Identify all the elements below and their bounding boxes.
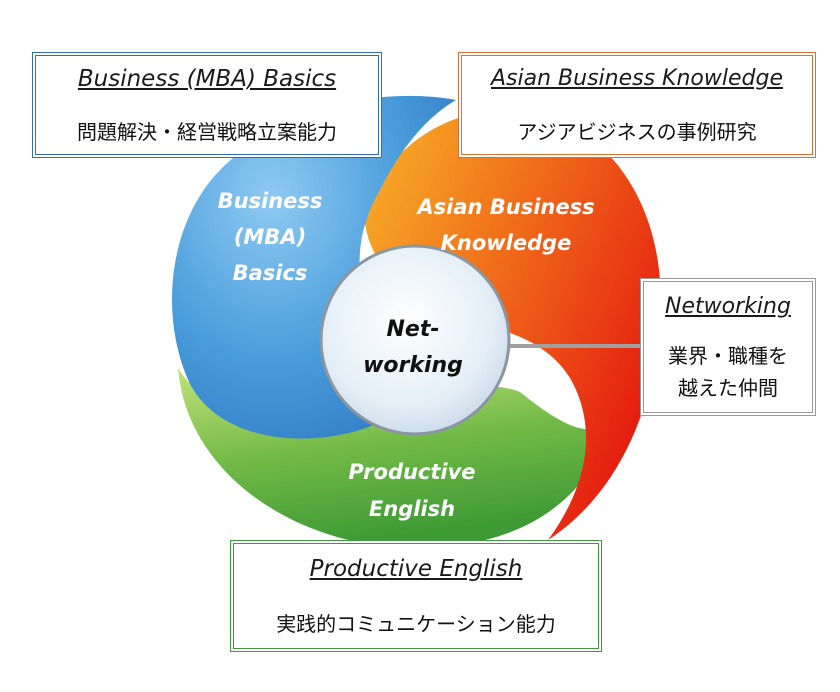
networking-card: Networking 業界・職種を 越えた仲間 bbox=[640, 278, 816, 416]
mba-card-subtitle: 問題解決・経営戦略立案能力 bbox=[77, 120, 337, 144]
asian-segment-line1: Asian Business bbox=[415, 195, 594, 219]
english-segment-line2: English bbox=[369, 497, 455, 521]
segment-asian-business bbox=[364, 109, 661, 540]
networking-card-line1: 業界・職種を bbox=[668, 344, 788, 368]
asian-segment-line2: Knowledge bbox=[441, 231, 572, 255]
center-networking-circle bbox=[319, 244, 511, 436]
networking-card-title: Networking bbox=[665, 294, 791, 319]
mba-segment-line2: (MBA) bbox=[234, 225, 306, 249]
english-card-title: Productive English bbox=[309, 556, 523, 582]
mba-basics-card: Business (MBA) Basics 問題解決・経営戦略立案能力 bbox=[32, 52, 382, 158]
asian-card-subtitle: アジアビジネスの事例研究 bbox=[517, 120, 757, 144]
mba-card-title: Business (MBA) Basics bbox=[77, 66, 337, 92]
mba-segment-line1: Business bbox=[218, 189, 323, 213]
asian-card-title: Asian Business Knowledge bbox=[491, 66, 783, 91]
segment-productive-english bbox=[178, 368, 614, 549]
productive-english-card: Productive English 実践的コミュニケーション能力 bbox=[230, 540, 602, 652]
center-label-line1: Net- bbox=[387, 317, 440, 342]
english-segment-line1: Productive bbox=[348, 460, 475, 484]
mba-segment-line3: Basics bbox=[233, 261, 308, 285]
asian-business-card: Asian Business Knowledge アジアビジネスの事例研究 bbox=[458, 52, 816, 158]
center-label-line2: working bbox=[363, 353, 463, 378]
networking-card-line2: 越えた仲間 bbox=[678, 376, 778, 400]
english-card-subtitle: 実践的コミュニケーション能力 bbox=[276, 612, 556, 636]
